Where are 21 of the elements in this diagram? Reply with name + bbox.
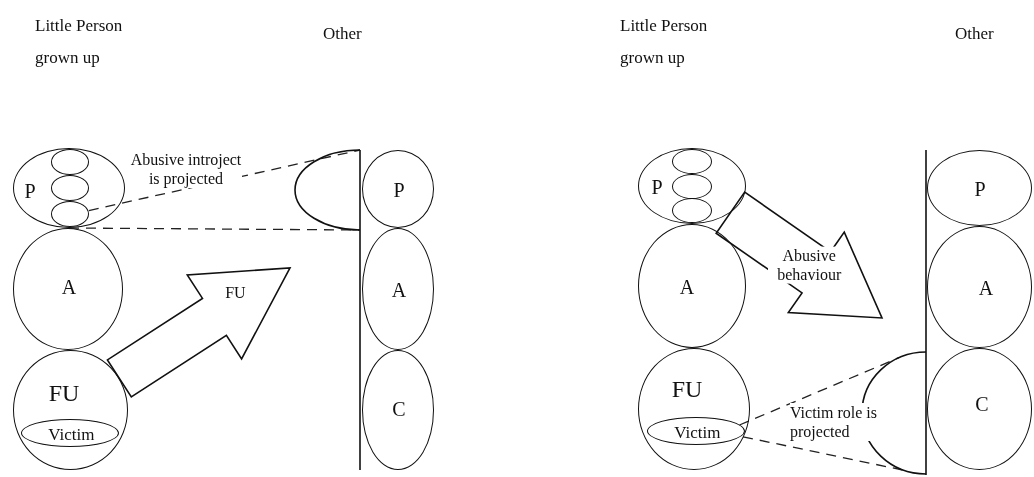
node-label: P [651, 177, 663, 197]
node-label: A [978, 278, 994, 298]
annotation-text: Abusive introject is projected [130, 150, 242, 189]
semicircle [295, 150, 360, 230]
node-label: Victim [48, 425, 95, 443]
node-label: C [392, 399, 406, 419]
node-label: Victim [674, 423, 721, 441]
node-label: P [24, 181, 36, 201]
column-heading: Little Person grown up [620, 15, 709, 69]
column-heading: Little Person grown up [35, 15, 124, 69]
node-label: A [679, 277, 695, 297]
node-label: P [974, 179, 986, 199]
node-label: A [61, 277, 77, 297]
column-heading: Other [323, 23, 363, 45]
node-label: P [393, 180, 405, 200]
node-label: FU [671, 377, 703, 401]
node-label: C [975, 394, 989, 414]
node-label: FU [48, 381, 80, 405]
column-heading: Other [955, 23, 995, 45]
node-label: A [391, 280, 407, 300]
block-arrow [106, 267, 292, 398]
